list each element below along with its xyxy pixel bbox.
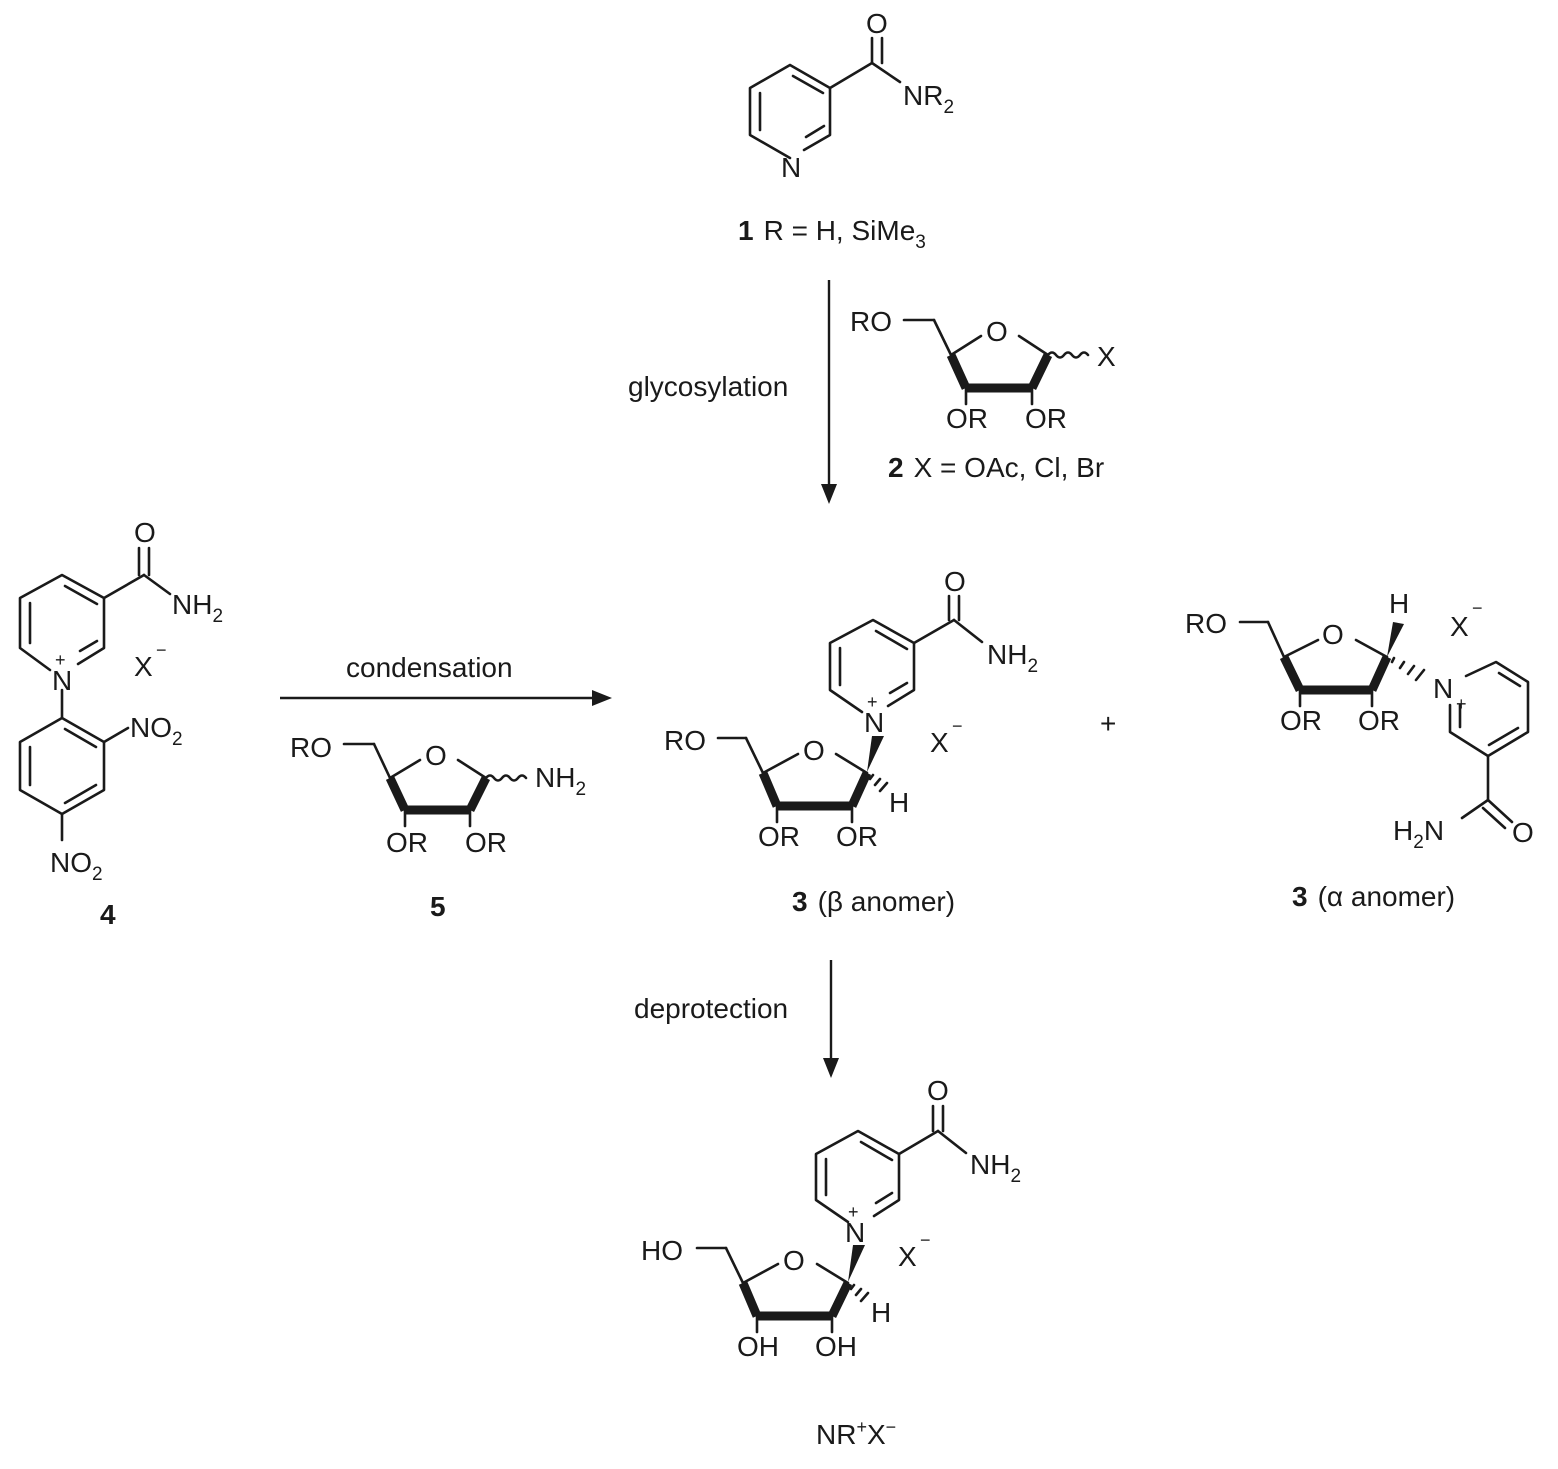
compound-3-alpha-label: 3(α anomer) [1292,881,1455,912]
atom-no2-ortho: NO2 [130,712,183,750]
atom-n-plus: N [864,707,884,738]
atom-n-plus: N [52,665,72,696]
atom-ro: RO [1185,608,1227,639]
ribose-ring-2 [902,318,1090,406]
atom-ro: RO [664,725,706,756]
atom-x: X [1450,611,1469,642]
atom-or-1: OR [946,403,988,434]
label-deprotection: deprotection [634,993,788,1024]
atom-o-ring: O [425,740,447,771]
atom-h: H [889,787,909,818]
charge-plus: + [55,650,66,670]
atom-o: O [1512,817,1534,848]
pyridinium-ring-nr [814,1104,968,1224]
atom-or-1: OR [1280,705,1322,736]
atom-x: X [1097,341,1116,372]
atom-nh2: NH2 [535,762,586,800]
atom-oh-1: OH [737,1331,779,1362]
bond-wedge-n [848,1245,865,1282]
pyridinium-ring-3a [1448,660,1530,830]
atom-o: O [866,8,888,39]
charge-minus: − [1472,598,1483,618]
pyridine-ring-1 [748,36,902,160]
ribose-ring-3a [1238,620,1426,708]
atom-oh-2: OH [815,1331,857,1362]
compound-nr: O NH2 N + X − HO O H OH OH NR+X− [641,1075,1021,1450]
atom-ho: HO [641,1235,683,1266]
compound-4-label: 4 [100,899,116,930]
arrow-deprotection [823,960,839,1078]
atom-h: H [1389,588,1409,619]
atom-nh2: NH2 [987,639,1038,677]
plus-sign: + [1100,708,1116,739]
ribose-ring-3b [716,736,889,824]
compound-3-beta: O NH2 N + X − RO O H OR OR 3(β anomer) [664,566,1038,917]
atom-o: O [134,517,156,548]
atom-or-1: OR [386,827,428,858]
bond-wedge-n [867,736,884,772]
hash-bond-h [849,1283,870,1303]
atom-o-ring: O [1322,619,1344,650]
atom-nh2: NH2 [970,1149,1021,1187]
pyridinium-ring-4 [18,546,172,720]
dinitrophenyl-ring [18,716,130,842]
compound-5: RO O NH2 OR OR 5 [290,732,586,922]
charge-minus: − [156,640,167,660]
bond-wedge-h [1387,622,1404,657]
atom-o: O [944,566,966,597]
label-condensation: condensation [346,652,513,683]
charge-minus: − [952,716,963,736]
atom-or-2: OR [836,821,878,852]
atom-nh2: NH2 [172,589,223,627]
arrow-glycosylation [821,280,837,504]
atom-ro: RO [290,732,332,763]
hash-bond-h [868,773,889,793]
charge-plus: + [867,692,878,712]
ribose-ring-nr [695,1246,870,1334]
label-glycosylation: glycosylation [628,371,788,402]
compound-3-beta-label: 3(β anomer) [792,886,955,917]
atom-h2n: H2N [1393,815,1444,853]
atom-h: H [871,1297,891,1328]
compound-4: O NH2 N + X − NO2 NO2 4 [18,517,223,930]
atom-o-ring: O [783,1245,805,1276]
arrow-condensation [280,690,612,706]
atom-o-ring: O [803,735,825,766]
atom-n-plus: N [1433,673,1453,704]
atom-no2-para: NO2 [50,847,103,885]
pyridinium-ring-3b [828,594,984,714]
atom-n-plus: N [845,1217,865,1248]
atom-x: X [898,1241,917,1272]
atom-ro: RO [850,306,892,337]
atom-n-ring: N [781,152,801,183]
charge-plus: + [848,1202,859,1222]
atom-x: X [930,727,949,758]
atom-nr: NR2 [903,80,954,118]
atom-or-2: OR [465,827,507,858]
atom-or-1: OR [758,821,800,852]
charge-minus: − [920,1230,931,1250]
hash-bond-n [1390,656,1426,682]
compound-nr-label: NR+X− [816,1417,896,1450]
atom-or-2: OR [1025,403,1067,434]
atom-o: O [927,1075,949,1106]
atom-o-ring: O [986,316,1008,347]
compound-5-label: 5 [430,891,446,922]
ribose-ring-5 [342,742,528,828]
charge-plus: + [1456,694,1467,714]
atom-x: X [134,651,153,682]
atom-or-2: OR [1358,705,1400,736]
compound-3-alpha: RO O H X − N + OR OR H2N O 3(α anomer) [1185,588,1534,912]
